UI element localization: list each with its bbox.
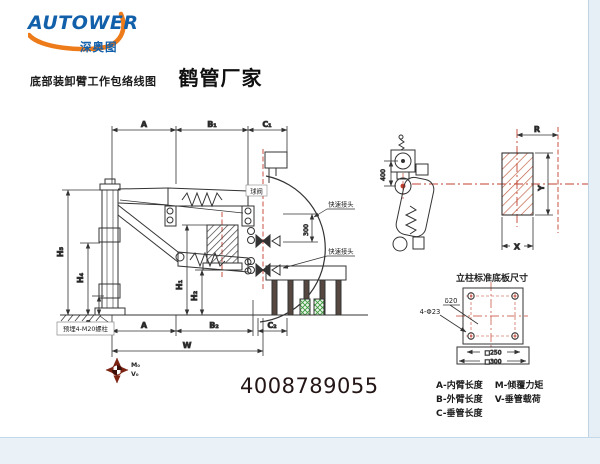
base-plate-title: 立柱标准底板尺寸 [456, 272, 528, 284]
plate-thickness-label: δ20 [445, 297, 458, 305]
quick-coupler-label-upper: 快速接头 [328, 200, 353, 209]
bolt-holes [467, 292, 519, 340]
column-section-block [501, 152, 534, 216]
bolt-holes-label: 4-Φ23 [420, 308, 441, 316]
moment-symbol-label: M₀ [131, 362, 140, 369]
embedded-studs-label: 预埋4-M20螺柱 [63, 324, 109, 333]
dim-b1: B₁ [207, 120, 217, 129]
legend-item-m: M-倾覆力矩 [494, 381, 544, 391]
company-name: 鹤管厂家 [178, 66, 263, 90]
dim-inner-square: □250 [484, 350, 501, 357]
section-view [501, 152, 534, 216]
legend-item-c: C-垂管长度 [436, 409, 483, 419]
photo-edge-bottom [0, 437, 600, 464]
dim-c1: C₁ [262, 120, 272, 129]
dim-a-top: A [141, 120, 148, 129]
dim-outer-square: □300 [484, 359, 501, 366]
load-symbol-label: V₀ [131, 371, 139, 378]
legend: A-内臂长度 M-倾覆力矩 B-外臂长度 V-垂管载荷 C-垂管长度 [436, 380, 543, 421]
dim-h5: H₅ [56, 246, 65, 257]
dimensions: A B₁ C₁ A B₂ C₂ W H₅ H₄ H₃ H₁ H₂ 300 400… [56, 120, 559, 366]
logo-swoosh-icon [28, 11, 126, 52]
coupler-lower [247, 257, 281, 278]
arm-upper-position [117, 187, 255, 227]
green-foot [299, 298, 311, 316]
ball-valve-label: 球阀 [250, 187, 263, 196]
quick-coupler-label-lower: 快速接头 [328, 247, 353, 256]
dim-x: X [514, 243, 521, 252]
stowed-pipe-end [264, 151, 288, 169]
base-plate-detail [439, 287, 530, 365]
tank-hatch-block [206, 224, 239, 264]
loading-platform [265, 265, 347, 316]
coupler-upper [247, 227, 281, 249]
dim-h4: H₄ [76, 272, 85, 283]
green-foot [313, 298, 325, 316]
logo-brand-text: AUTOWER [28, 12, 139, 34]
page-title: 底部装卸臂工作包络线图 [30, 75, 157, 88]
dim-b2: B₂ [209, 321, 219, 330]
legend-item-v: V-垂管载荷 [494, 395, 541, 405]
dim-300: 300 [303, 224, 310, 236]
phone-number: 4008789055 [240, 374, 379, 398]
dim-y: Y [537, 185, 546, 192]
logo-sub-text: 深奥图 [80, 40, 118, 54]
dim-w: W [183, 341, 192, 350]
annotations: 球阀 快速接头 快速接头 预埋4-M20螺柱 M₀ V₀ 立柱标准 [56, 184, 528, 384]
header: 底部装卸臂工作包络线图 鹤管厂家 [30, 62, 263, 91]
dim-a-bottom: A [141, 321, 148, 330]
autower-logo: AUTOWER 深奥图 [28, 6, 148, 60]
front-view [60, 151, 368, 323]
load-direction-symbol [105, 357, 129, 384]
riser-column [101, 189, 119, 309]
legend-item-b: B-外臂长度 [436, 395, 483, 405]
column-base-plate [94, 307, 126, 316]
dim-h1: H₁ [175, 279, 184, 290]
photo-edge-right [588, 0, 600, 464]
dim-r: R [534, 125, 540, 134]
dim-c2: C₂ [267, 321, 277, 330]
side-view [390, 134, 435, 252]
dim-400: 400 [380, 169, 387, 181]
legend-item-a: A-内臂长度 [436, 381, 483, 391]
dim-h2: H₂ [190, 290, 199, 301]
ground-hatch [60, 314, 102, 322]
